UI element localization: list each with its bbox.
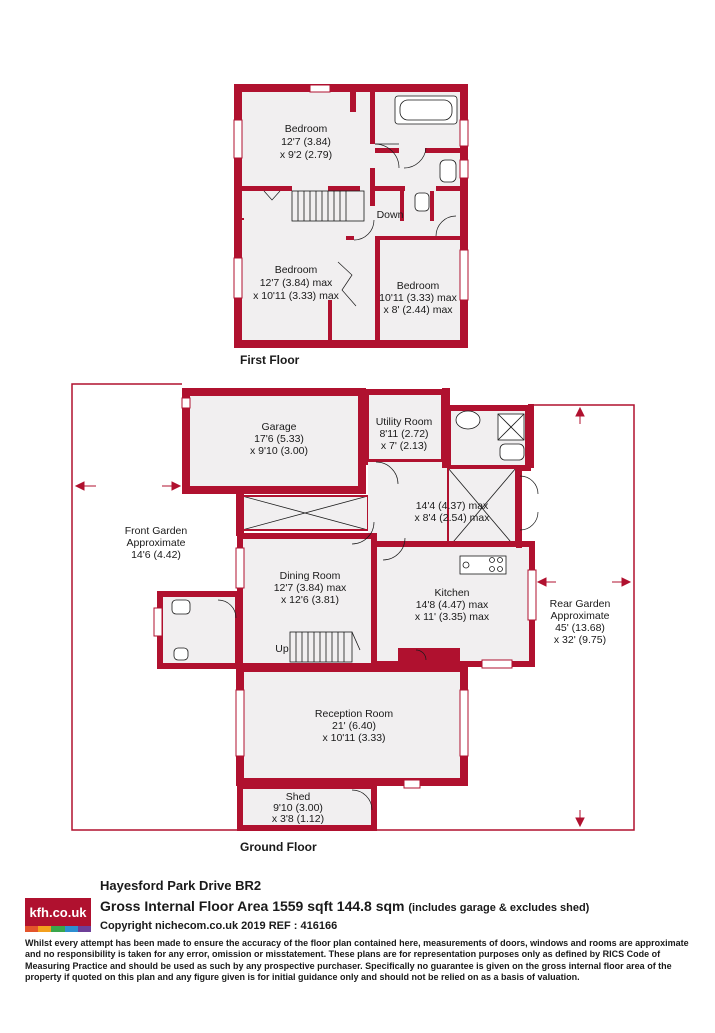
first-floor-label: First Floor (240, 353, 300, 367)
dining-dim2: x 12'6 (3.81) (281, 594, 339, 606)
ground-floor-label: Ground Floor (240, 840, 317, 854)
disclaimer-text: Whilst every attempt has been made to en… (25, 938, 689, 983)
bedroom-1-name: Bedroom (285, 123, 328, 135)
utility-name: Utility Room (376, 416, 433, 428)
front-garden-name: Front Garden (125, 525, 188, 537)
logo-stripe (51, 926, 65, 932)
dining-dim1: 12'7 (3.84) max (274, 582, 347, 594)
reception-dim2: x 10'11 (3.33) (322, 732, 385, 744)
shed-dim1: 9'10 (3.00) (273, 802, 323, 814)
logo-text: kfh.co.uk (25, 898, 91, 926)
rear-garden-name: Rear Garden (550, 598, 611, 610)
gross-internal-area: Gross Internal Floor Area 1559 sqft 144.… (100, 898, 589, 914)
gia-value: Gross Internal Floor Area 1559 sqft 144.… (100, 898, 405, 914)
first-floor-plan: Bedroom 12'7 (3.84) x 9'2 (2.79) Down Be… (233, 84, 469, 367)
rear-garden-approx: Approximate (551, 610, 610, 622)
gia-note: (includes garage & excludes shed) (408, 902, 590, 914)
rear-garden-dim1: 45' (13.68) (555, 622, 605, 634)
kitchen-name: Kitchen (434, 587, 469, 599)
bedroom-3-name: Bedroom (397, 280, 440, 292)
logo-stripe (25, 926, 39, 932)
garage-dim1: 17'6 (5.33) (254, 433, 304, 445)
reception-dim1: 21' (6.40) (332, 720, 376, 732)
bedroom-2-dim1: 12'7 (3.84) max (260, 277, 333, 289)
shed-name: Shed (286, 791, 311, 803)
hall-dim2: x 8'4 (2.54) max (415, 512, 491, 524)
bedroom-3-dim1: 10'11 (3.33) max (379, 292, 457, 304)
landing-down-label: Down (377, 209, 404, 221)
floor-plan: Bedroom 12'7 (3.84) x 9'2 (2.79) Down Be… (71, 84, 635, 854)
bedroom-1-dim2: x 9'2 (2.79) (280, 149, 332, 161)
copyright-ref: Copyright nichecom.co.uk 2019 REF : 4161… (100, 920, 338, 932)
hall-dim1: 14'4 (4.37) max (416, 500, 489, 512)
kfh-logo: kfh.co.uk (25, 898, 92, 932)
bedroom-2-name: Bedroom (275, 264, 318, 276)
front-garden-dim: 14'6 (4.42) (131, 549, 181, 561)
logo-stripes (25, 926, 92, 932)
bedroom-3-dim2: x 8' (2.44) max (383, 304, 453, 316)
kitchen-dim1: 14'8 (4.47) max (416, 599, 489, 611)
dining-name: Dining Room (280, 570, 341, 582)
stairs-up-label: Up (275, 643, 289, 655)
kitchen-dim2: x 11' (3.35) max (415, 611, 490, 623)
shed-dim2: x 3'8 (1.12) (272, 813, 324, 825)
front-garden-approx: Approximate (127, 537, 186, 549)
reception-name: Reception Room (315, 708, 393, 720)
ground-floor-plan: Garage 17'6 (5.33) x 9'10 (3.00) Utility… (71, 383, 635, 854)
garage-name: Garage (261, 421, 296, 433)
utility-dim1: 8'11 (2.72) (379, 428, 428, 440)
garage-dim2: x 9'10 (3.00) (250, 445, 308, 457)
bedroom-1-dim1: 12'7 (3.84) (281, 136, 331, 148)
logo-stripe (77, 926, 92, 932)
logo-stripe (64, 926, 78, 932)
rear-garden-dim2: x 32' (9.75) (554, 634, 606, 646)
bedroom-2-dim2: x 10'11 (3.33) max (253, 290, 340, 302)
property-address: Hayesford Park Drive BR2 (100, 878, 262, 893)
utility-dim2: x 7' (2.13) (381, 440, 427, 452)
logo-stripe (38, 926, 52, 932)
